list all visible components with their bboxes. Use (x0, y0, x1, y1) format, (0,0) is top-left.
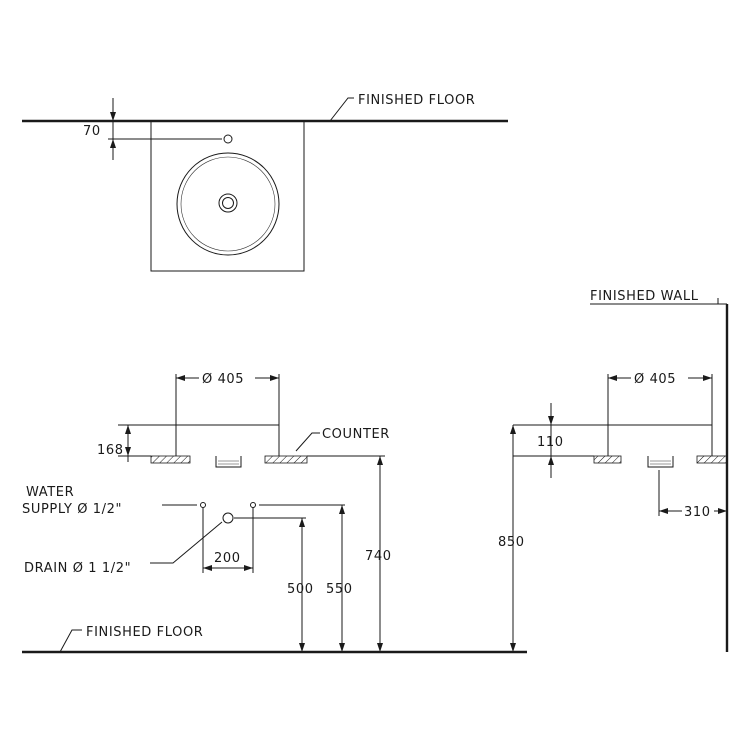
drain-outlet (222, 512, 234, 524)
supply-spacing-dimension: 200 (214, 551, 241, 566)
water-supply-label-line2: SUPPLY Ø 1/2" (22, 502, 122, 517)
counter-section-side-right (696, 455, 728, 464)
counter-label: COUNTER (322, 427, 390, 442)
finished-floor-top-label: FINISHED FLOOR (358, 93, 475, 108)
drain-label: DRAIN Ø 1 1/2" (24, 561, 131, 576)
counter-leader (295, 432, 320, 452)
water-supply-left (200, 502, 206, 508)
side-elevation: FINISHED WALL Ø 405 110 850 3 (498, 289, 729, 652)
tap-hole (223, 134, 233, 144)
basin-inner-rim (180, 156, 276, 252)
basin-outer-rim (176, 152, 280, 256)
front-diameter-dimension: Ø 405 (202, 372, 244, 387)
front-height-dimension: 168 (97, 443, 124, 458)
front-elevation: FINISHED FLOOR Ø 405 168 COUNTER (22, 372, 527, 654)
side-drain-fitting (647, 456, 674, 468)
side-diameter-dimension: Ø 405 (634, 372, 676, 387)
side-height-dimension: 110 (537, 435, 564, 450)
finished-floor-bottom-leader (59, 629, 82, 653)
basin-side-profile (607, 424, 713, 456)
finished-floor-top-leader (329, 97, 354, 122)
wall-height-dimension: 850 (498, 535, 525, 550)
counter-height-dimension: 740 (365, 549, 392, 564)
basin-front-profile (175, 424, 280, 456)
drain-fitting (215, 456, 242, 468)
counter-section-left (150, 455, 191, 464)
drain-outlet-inner (222, 197, 234, 209)
drain-leader (150, 521, 223, 564)
supply-height-dimension: 550 (326, 582, 353, 597)
water-supply-label-line1: WATER (26, 485, 74, 500)
drain-height-dimension: 500 (287, 582, 314, 597)
drain-outlet-outer (218, 193, 238, 213)
water-supply-right (250, 502, 256, 508)
counter-section-side-left (593, 455, 622, 464)
finished-floor-bottom-label: FINISHED FLOOR (86, 625, 203, 640)
drain-offset-dimension: 310 (684, 505, 711, 520)
counter-section-right (264, 455, 308, 464)
plan-offset-dimension: 70 (83, 124, 101, 139)
finished-wall-label: FINISHED WALL (590, 289, 699, 304)
plan-view: FINISHED FLOOR 70 (22, 93, 508, 272)
counter-plan-outline (150, 120, 305, 272)
